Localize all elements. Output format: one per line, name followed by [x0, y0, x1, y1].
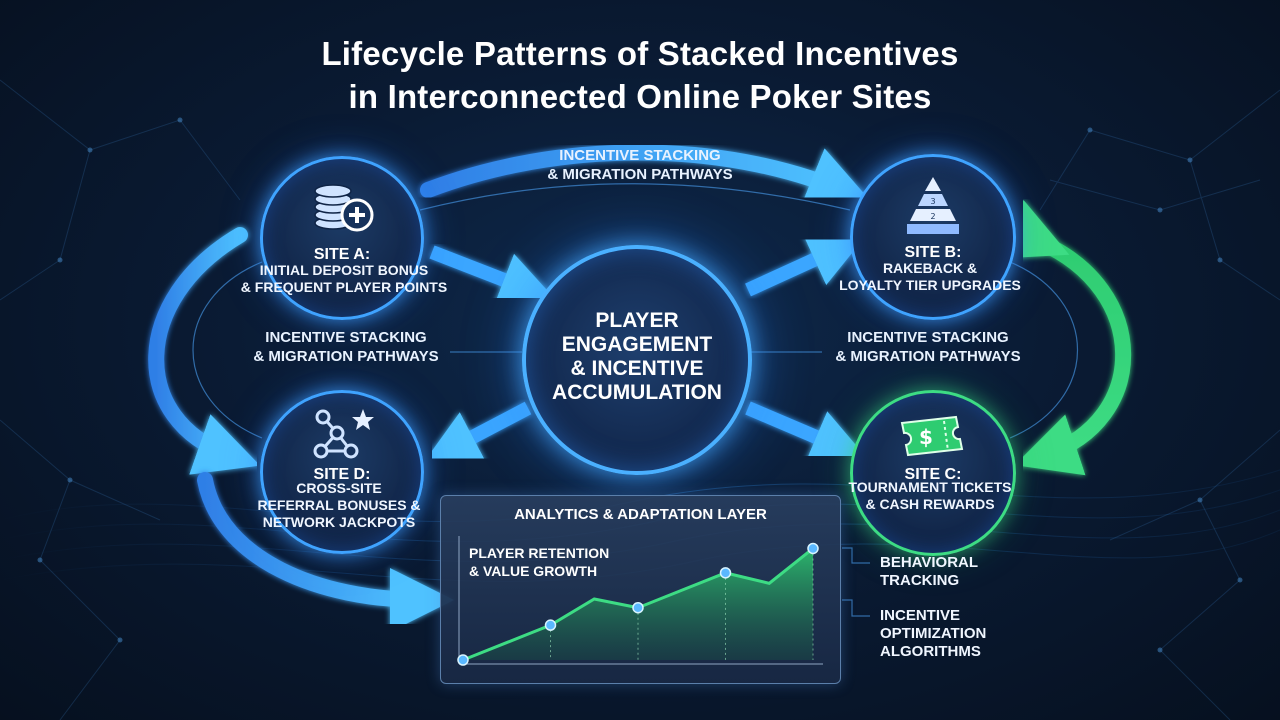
- arrow-a-to-center: [429, 245, 557, 306]
- svg-text:3: 3: [930, 197, 935, 206]
- arrow-center-to-b: [745, 234, 866, 297]
- site-c-node[interactable]: $ Site C:: [850, 390, 1016, 556]
- arrow-left-arc-down: [148, 227, 261, 475]
- center-line-3: & Incentive: [570, 357, 704, 380]
- tier-pyramid-icon: 3 2: [907, 177, 959, 234]
- optimization-line-3: Algorithms: [880, 643, 981, 660]
- incentive-optimization-label: Incentive Optimization Algorithms: [880, 607, 986, 661]
- arrow-top-a-to-b: [420, 144, 872, 208]
- ticket-dollar-icon: $: [900, 415, 964, 457]
- page-title: Lifecycle Patterns of Stacked Incentives…: [0, 32, 1280, 118]
- pathway-label-right: Incentive Stacking & Migration Pathways: [808, 328, 1048, 366]
- center-node[interactable]: Player Engagement & Incentive Accumulati…: [522, 245, 752, 475]
- behavioral-line-1: Behavioral: [880, 554, 979, 571]
- site-a-line-2: & Frequent Player Points: [240, 279, 448, 295]
- site-c-title: Site C:: [904, 466, 962, 483]
- site-c-line-2: & Cash Rewards: [865, 496, 995, 512]
- center-line-2: Engagement: [561, 333, 713, 356]
- chart-point: [457, 654, 469, 666]
- connector-behavioral: [842, 547, 870, 564]
- optimization-line-2: Optimization: [880, 625, 987, 642]
- chart-label: Player Retention & Value Growth: [469, 544, 609, 580]
- svg-text:2: 2: [930, 212, 935, 221]
- site-d-line-1: Cross-Site: [296, 480, 382, 496]
- pathway-label-left: Incentive Stacking & Migration Pathways: [226, 328, 466, 366]
- arrow-right-green-arc: [997, 199, 1131, 476]
- site-b-line-2: Loyalty Tier Upgrades: [839, 277, 1021, 293]
- site-a-line-1: Initial Deposit Bonus: [259, 262, 429, 278]
- site-a-description: Initial Deposit Bonus & Frequent Player …: [236, 262, 452, 296]
- site-b-line-1: Rakeback &: [882, 260, 978, 276]
- chart-point: [719, 567, 732, 579]
- chart-label-line-2: & Value Growth: [469, 563, 598, 579]
- behavioral-tracking-label: Behavioral Tracking: [880, 554, 978, 590]
- pathway-top-line-2: & Migration Pathways: [547, 166, 733, 183]
- site-b-description: Rakeback & Loyalty Tier Upgrades: [826, 260, 1034, 294]
- site-d-line-3: Network Jackpots: [262, 514, 416, 530]
- arrow-d-to-analytics: [197, 472, 454, 632]
- chip-stack-plus-icon: [314, 184, 374, 232]
- pathway-right-line-1: Incentive Stacking: [847, 329, 1009, 346]
- site-d-title: Site D:: [313, 466, 371, 483]
- chart-point: [632, 601, 644, 614]
- site-d-description: Cross-Site Referral Bonuses & Network Ja…: [236, 480, 442, 531]
- chart-point: [544, 619, 557, 631]
- chart-label-line-1: Player Retention: [469, 545, 610, 561]
- pathway-right-line-2: & Migration Pathways: [835, 348, 1021, 365]
- connector-top-arc: [419, 183, 851, 211]
- arrow-center-to-d: [423, 401, 532, 464]
- chart-point: [807, 542, 819, 555]
- pathway-left-line-2: & Migration Pathways: [253, 348, 439, 365]
- retention-chart: [457, 536, 823, 666]
- analytics-panel: Analytics & Adaptation Layer Player Rete…: [440, 495, 841, 684]
- connector-optimization: [842, 599, 870, 617]
- site-a-node[interactable]: Site A:: [260, 156, 424, 320]
- behavioral-line-2: Tracking: [880, 572, 960, 589]
- center-label: Player Engagement & Incentive Accumulati…: [526, 309, 748, 405]
- arrow-center-to-c: [745, 401, 868, 463]
- site-c-description: Tournament Tickets & Cash Rewards: [830, 479, 1030, 513]
- site-b-node[interactable]: 3 2 Site B:: [850, 154, 1016, 320]
- pathway-left-line-1: Incentive Stacking: [265, 329, 427, 346]
- ticket-dollar-sign: $: [919, 425, 933, 449]
- network-star-icon: [313, 409, 374, 459]
- site-b-title: Site B:: [904, 244, 962, 261]
- center-line-4: Accumulation: [552, 381, 722, 404]
- site-c-line-1: Tournament Tickets: [848, 479, 1012, 495]
- title-line-1: Lifecycle Patterns of Stacked Incentives: [321, 35, 959, 72]
- site-d-line-2: Referral Bonuses &: [257, 497, 421, 513]
- site-a-title: Site A:: [313, 246, 371, 263]
- optimization-line-1: Incentive: [880, 607, 961, 624]
- site-d-node[interactable]: Site D:: [260, 390, 424, 554]
- analytics-title: Analytics & Adaptation Layer: [514, 506, 767, 523]
- title-line-2: in Interconnected Online Poker Sites: [348, 78, 932, 115]
- pathway-label-top: Incentive Stacking & Migration Pathways: [500, 146, 780, 184]
- pathway-top-line-1: Incentive Stacking: [559, 147, 721, 164]
- center-line-1: Player: [595, 309, 679, 332]
